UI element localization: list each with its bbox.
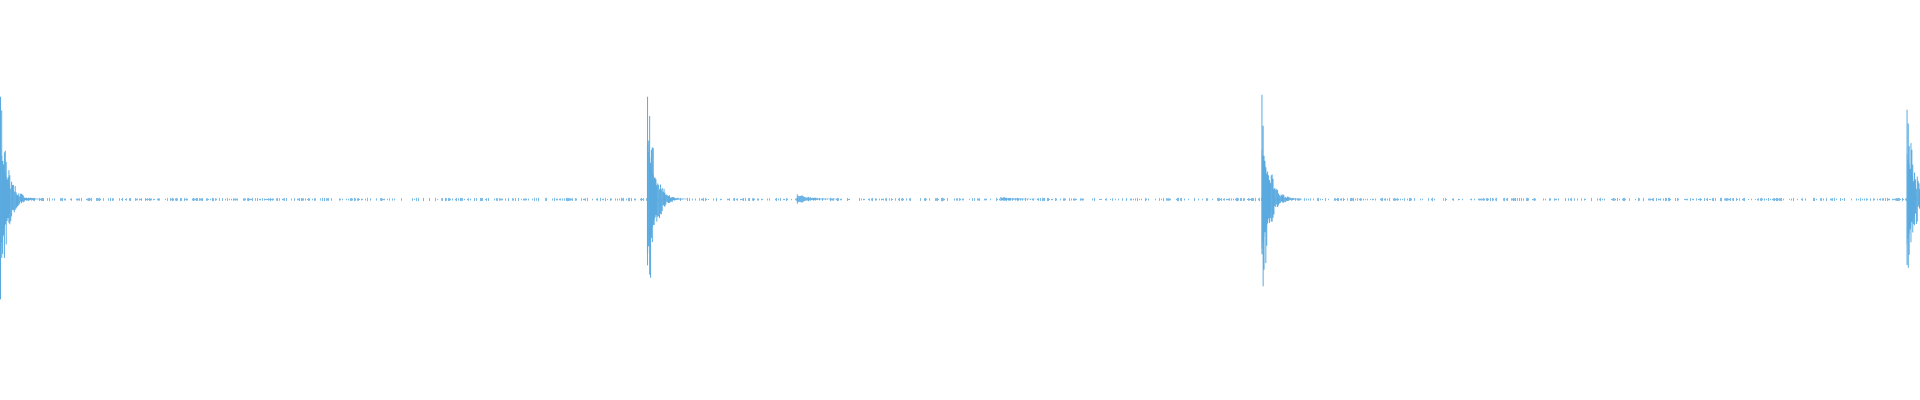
- waveform-baseline: [3, 197, 1920, 202]
- waveform-transients: [0, 94, 1920, 300]
- waveform-minor-bursts: [796, 194, 1041, 204]
